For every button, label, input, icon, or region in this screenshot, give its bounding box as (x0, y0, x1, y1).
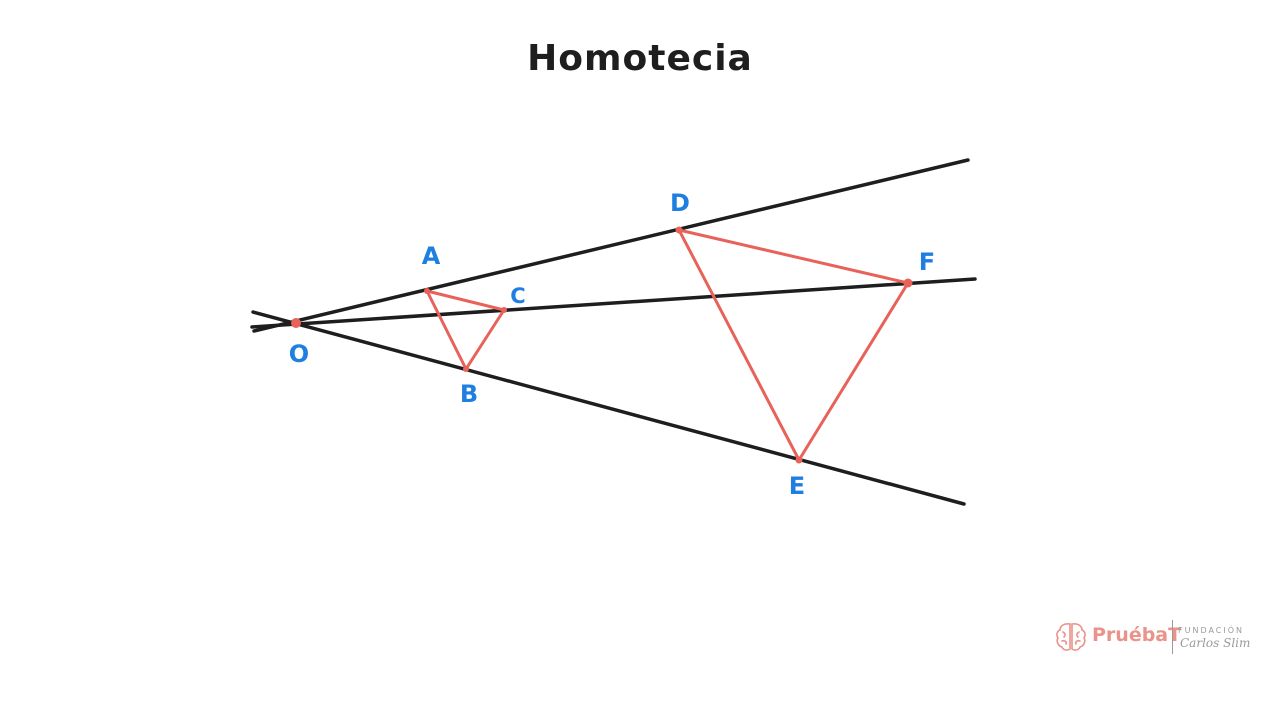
label-b: B (460, 380, 478, 408)
point-o-dot (291, 318, 301, 328)
logo-foundation-signature: Carlos Slim (1180, 636, 1251, 650)
logo-divider (1172, 620, 1173, 654)
label-f: F (919, 248, 935, 276)
triangle-abc (425, 289, 506, 371)
pruebat-logo: PruébaT FUNDACIÓN Carlos Slim (1054, 618, 1254, 658)
point-a-dot (424, 288, 430, 294)
point-f-dot (903, 278, 913, 288)
point-d-dot (675, 226, 683, 234)
label-o: O (289, 340, 309, 368)
label-d: D (670, 189, 690, 217)
triangle-def (677, 228, 910, 462)
ray-o-a-d (252, 158, 970, 333)
logo-brand-name: PruébaT (1092, 624, 1182, 646)
point-c-dot (501, 307, 507, 313)
ray-o-b-e (251, 310, 966, 506)
page-title: Homotecia (527, 38, 753, 79)
label-e: E (789, 472, 805, 500)
point-labels: O A B C D E F (289, 189, 935, 500)
rays (250, 158, 977, 506)
point-e-dot (795, 456, 803, 464)
triangles (425, 228, 910, 462)
ray-o-c-f (250, 277, 977, 329)
brain-icon (1056, 623, 1086, 651)
logo-foundation-label: FUNDACIÓN (1178, 626, 1245, 635)
point-b-dot (463, 366, 469, 372)
label-c: C (510, 284, 525, 308)
vertex-dots (291, 226, 913, 464)
label-a: A (422, 242, 441, 270)
